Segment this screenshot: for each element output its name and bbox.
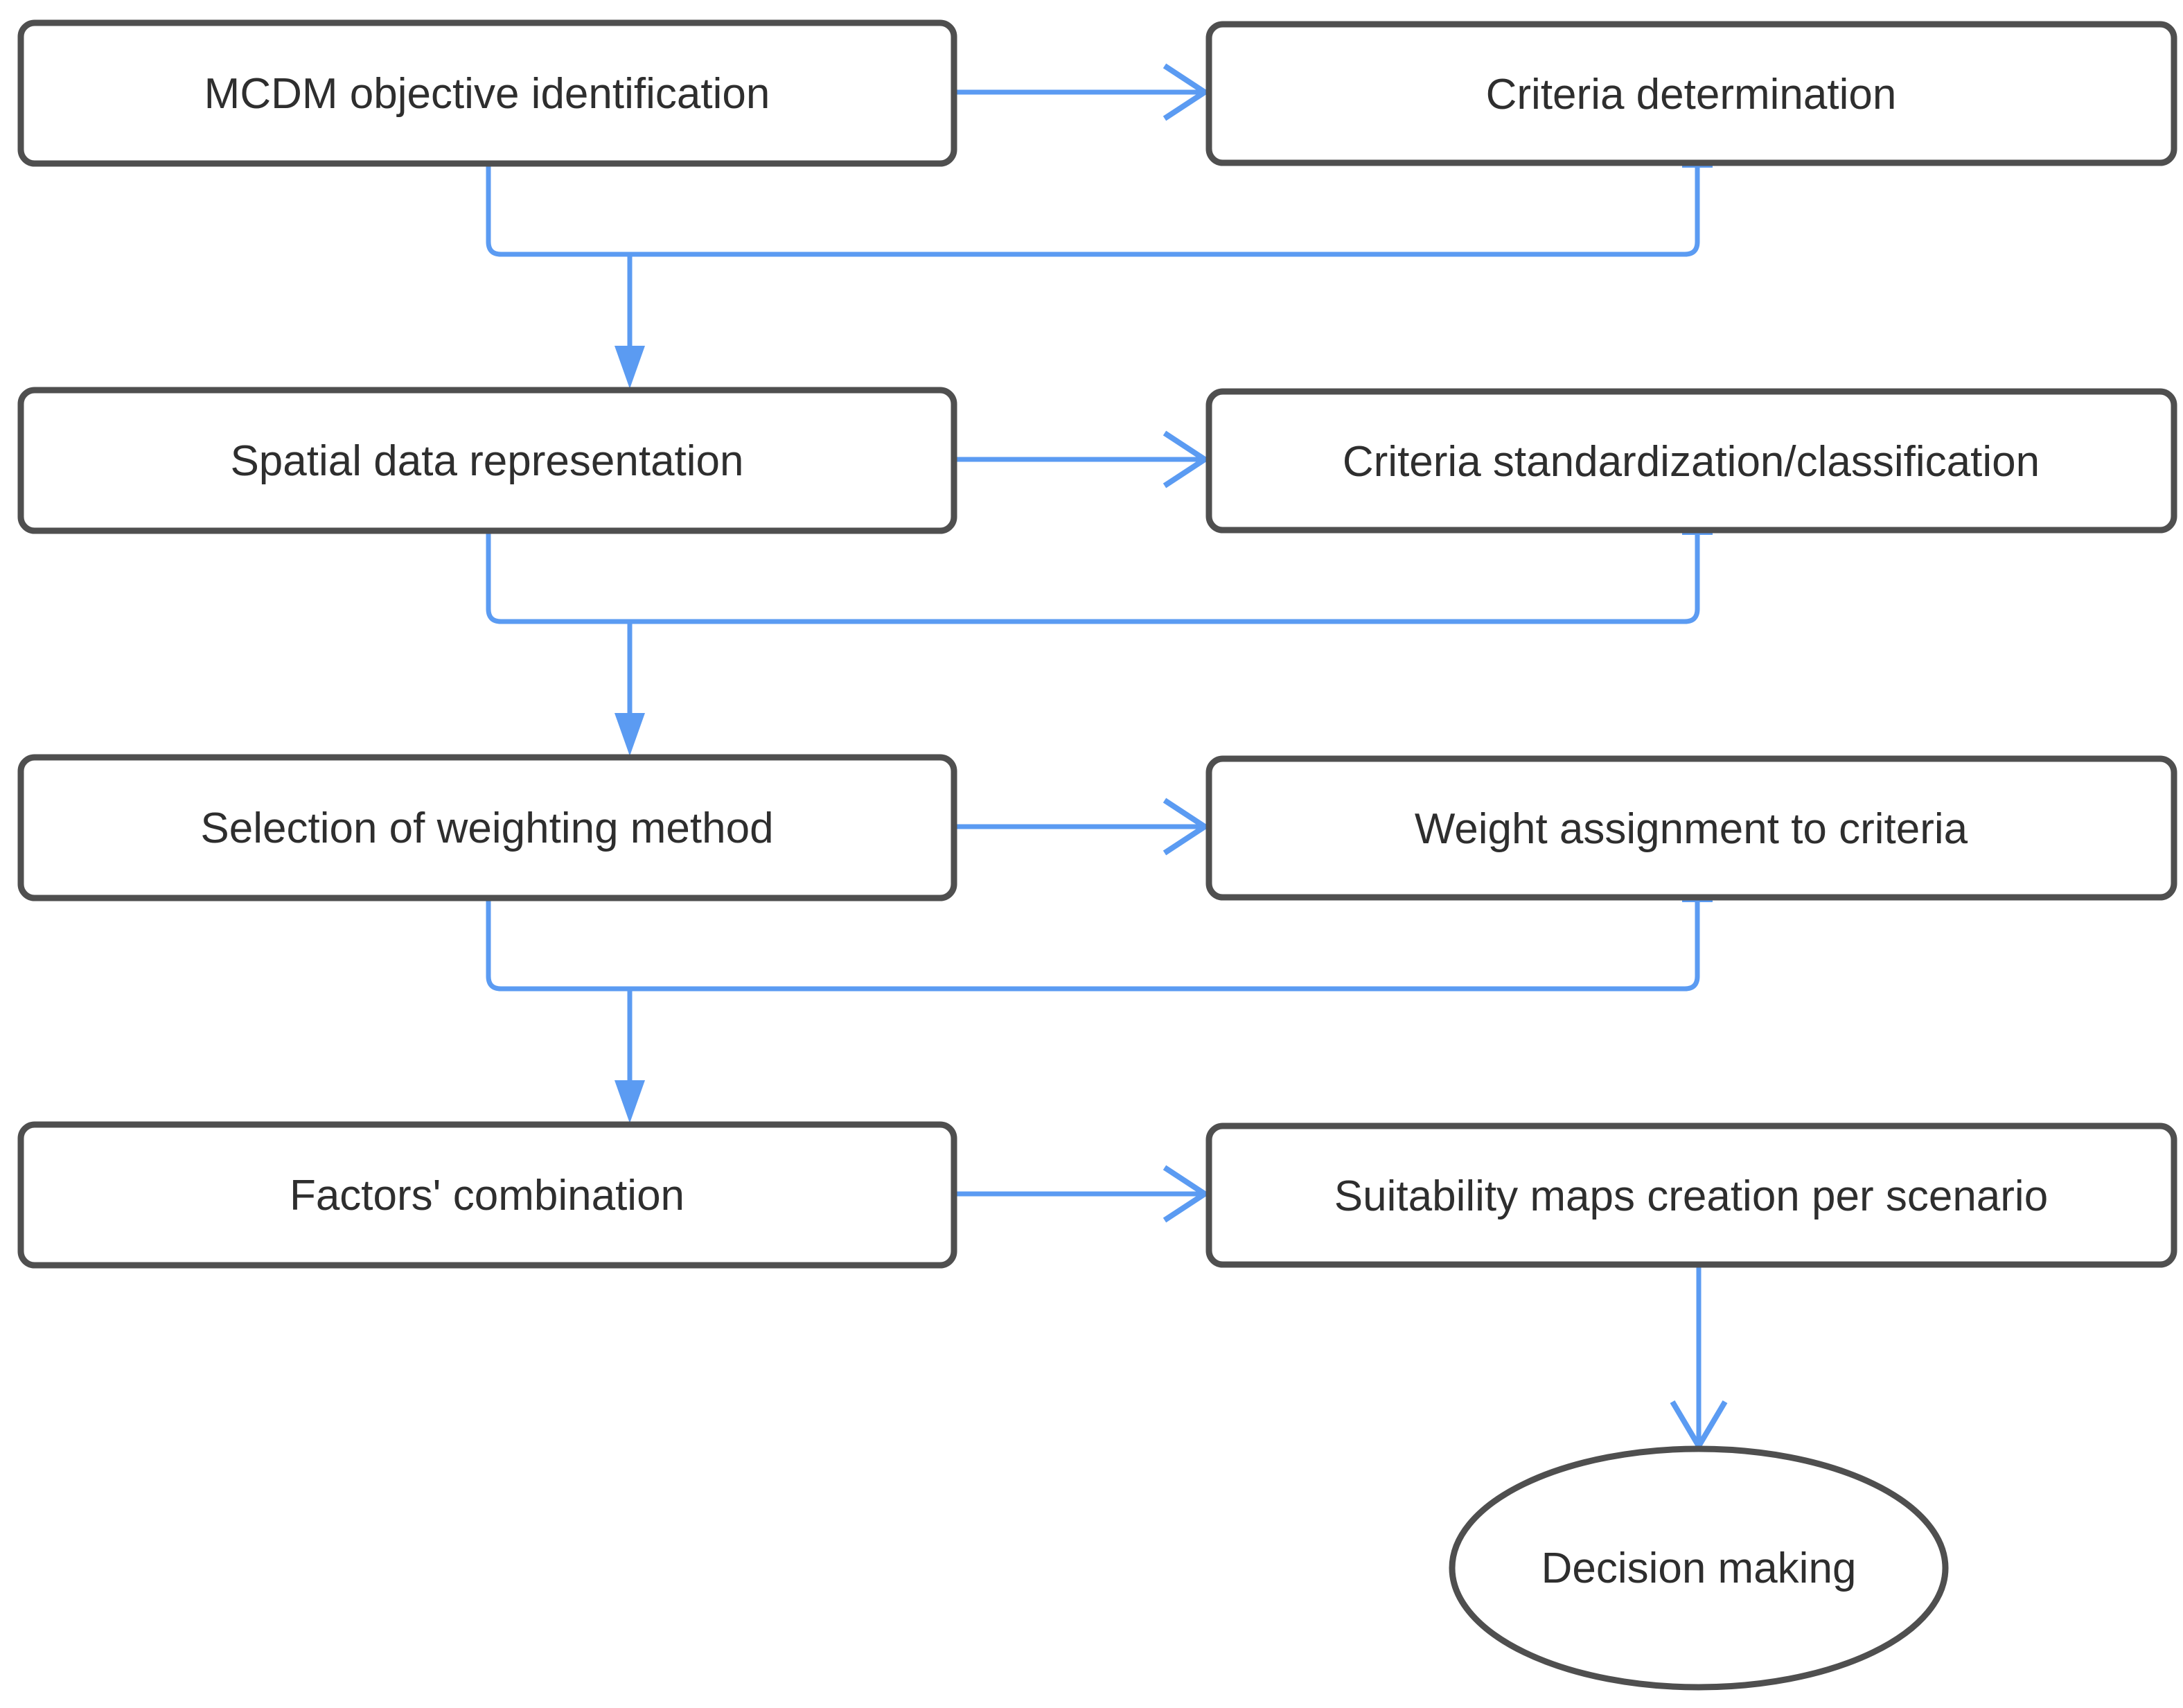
edge-l3-r3 [954, 798, 1210, 856]
node-box [1205, 21, 2177, 166]
edge-row1-merge [486, 160, 1713, 389]
node-label: Decision making [1541, 1544, 1857, 1592]
node-box [17, 387, 957, 534]
node-ellipse [1449, 1445, 1949, 1691]
node-box [17, 19, 957, 167]
node-box [1205, 388, 2177, 534]
edge-r4-end [1670, 1266, 1728, 1452]
node-label: Criteria determination [1486, 71, 1897, 118]
arrowhead-right-icon [1163, 1165, 1210, 1223]
edge-row1-merge-path [486, 164, 1700, 257]
node-criteria-determination: Criteria determination [1205, 21, 2177, 166]
edge-row3-merge-path [486, 898, 1700, 992]
edge-row3-merge [486, 895, 1713, 1123]
node-label: Selection of weighting method [200, 804, 773, 852]
node-selection-of-weighting-method: Selection of weighting method [17, 754, 957, 901]
node-box [1205, 755, 2177, 901]
node-label: Spatial data representation [230, 437, 743, 485]
node-label: Suitability maps creation per scenario [1334, 1172, 2048, 1220]
node-box [17, 754, 957, 901]
edge-row2-merge-path [486, 531, 1700, 624]
node-label: Factors' combination [290, 1172, 684, 1220]
arrowhead-down-icon [615, 1080, 645, 1123]
node-criteria-standardization-classification: Criteria standardization/classification [1205, 388, 2177, 534]
arrowhead-down-icon [615, 346, 645, 389]
arrowhead-right-icon [1163, 798, 1210, 856]
node-mcdm-objective-identification: MCDM objective identification [17, 19, 957, 167]
node-factors-combination: Factors' combination [17, 1121, 957, 1269]
node-suitability-maps-creation-per-scenario: Suitability maps creation per scenario [1205, 1122, 2177, 1268]
arrowhead-down-icon [615, 713, 645, 756]
node-spatial-data-representation: Spatial data representation [17, 387, 957, 534]
edge-l2-r2 [954, 430, 1210, 488]
node-label: Weight assignment to criteria [1415, 805, 1968, 853]
edge-row2-merge [486, 527, 1713, 756]
node-label: MCDM objective identification [204, 70, 770, 118]
arrowhead-right-icon [1163, 63, 1210, 121]
node-decision-making: Decision making [1449, 1445, 1949, 1691]
node-label: Criteria standardization/classification [1343, 438, 2040, 486]
node-weight-assignment-to-criteria: Weight assignment to criteria [1205, 755, 2177, 901]
arrowhead-right-icon [1163, 430, 1210, 488]
node-box [17, 1121, 957, 1269]
node-box [1205, 1122, 2177, 1268]
edge-l1-r1 [954, 63, 1210, 121]
edge-l4-r4 [954, 1165, 1210, 1223]
